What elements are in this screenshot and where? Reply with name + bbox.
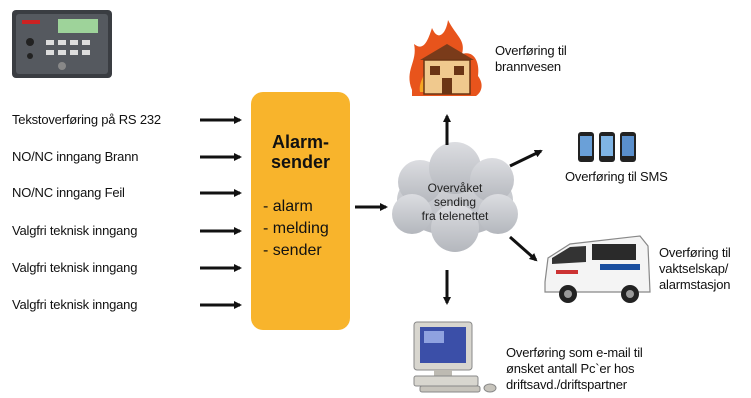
- email-label-line1: Overføring som e-mail til: [506, 345, 643, 360]
- input-label-technical-1: Valgfri teknisk inngang: [12, 223, 138, 238]
- sender-item-alarm: - alarm: [263, 198, 313, 215]
- alarm-sender-title-line1: Alarm-: [271, 132, 329, 152]
- network-line3: fra telenettet: [421, 209, 489, 223]
- network-line1: Overvåket: [427, 181, 483, 195]
- security-label-line1: Overføring til: [659, 245, 731, 260]
- fire-label-line1: Overføring til: [495, 43, 567, 58]
- sender-item-message: - melding: [263, 220, 329, 237]
- security-label-line2: vaktselskap/: [659, 261, 729, 276]
- email-label: Overføring som e-mail til ønsket antall …: [506, 345, 643, 393]
- input-label-fire: NO/NC inngang Brann: [12, 149, 139, 164]
- sms-label-line1: Overføring til SMS: [565, 169, 668, 184]
- fire-department-label: Overføring til brannvesen: [495, 43, 567, 75]
- desktop-computer-icon: [413, 321, 497, 393]
- alarm-sender-title: Alarm- sender: [251, 132, 350, 172]
- sender-item-sender: - sender: [263, 242, 322, 259]
- sms-label: Overføring til SMS: [565, 169, 668, 185]
- email-label-line3: driftsavd./driftspartner: [506, 377, 627, 392]
- email-label-line2: ønsket antall Pc`er hos: [506, 361, 635, 376]
- mobile-phones-icon: [578, 132, 636, 162]
- fire-label-line2: brannvesen: [495, 59, 561, 74]
- network-to-security-arrow: [509, 235, 538, 262]
- alarm-sender-title-line2: sender: [270, 152, 331, 172]
- input-label-technical-3: Valgfri teknisk inngang: [12, 297, 138, 312]
- input-label-technical-2: Valgfri teknisk inngang: [12, 260, 138, 275]
- alarm-sender-box: [251, 92, 350, 330]
- network-cloud: [392, 142, 518, 252]
- burning-house-icon: [409, 20, 482, 96]
- input-label-rs232: Tekstoverføring på RS 232: [12, 112, 161, 127]
- alarm-panel-image: [12, 10, 112, 78]
- network-line2: sending: [433, 195, 477, 209]
- security-company-label: Overføring til vaktselskap/ alarmstasjon: [659, 245, 731, 293]
- security-van-icon: [544, 235, 651, 303]
- security-label-line3: alarmstasjon: [659, 277, 731, 292]
- input-label-fault: NO/NC inngang Feil: [12, 185, 125, 200]
- network-to-sms-arrow: [509, 149, 543, 168]
- network-cloud-label: Overvåket sending fra telenettet: [385, 181, 525, 223]
